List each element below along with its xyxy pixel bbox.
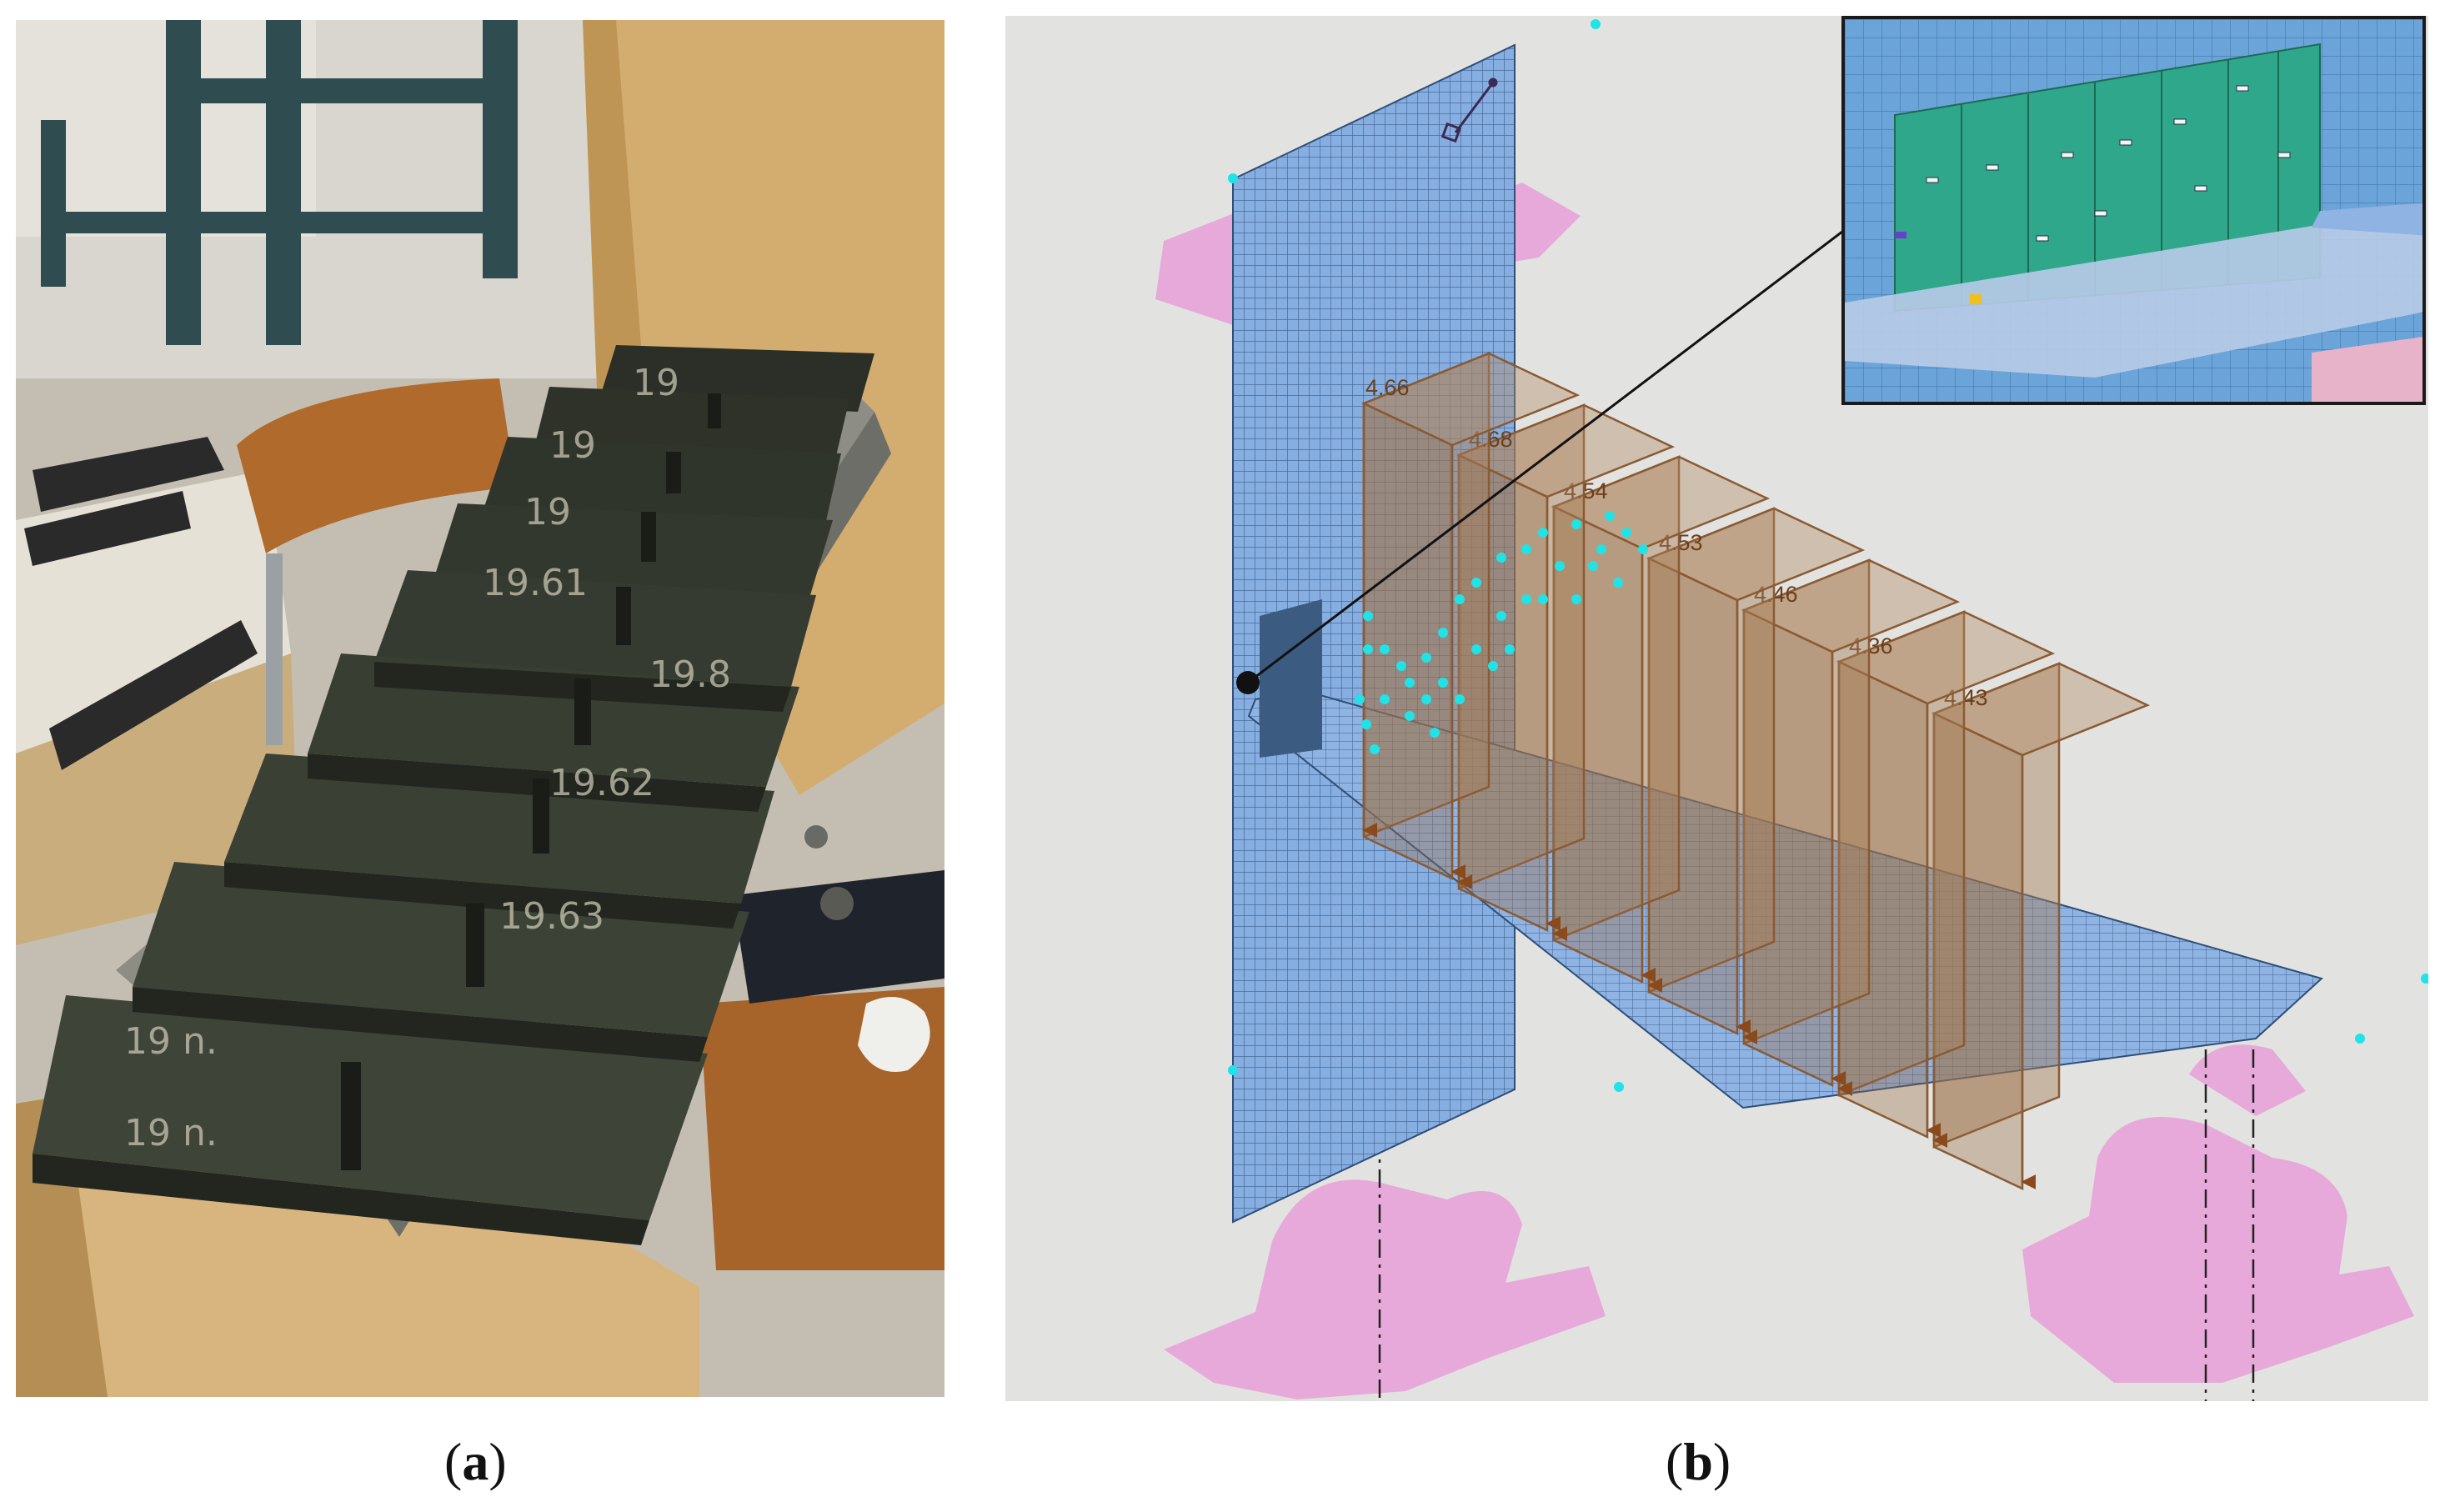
load-box	[1741, 558, 1961, 1087]
mesh-node	[1228, 173, 1238, 183]
load-box	[1551, 455, 1771, 984]
fem-model-panel: 4.43 4.36 4.46 4.53 4.54 4.68 4.66	[1005, 16, 2428, 1401]
mesh-node	[1455, 594, 1465, 604]
load-value-label: 4.53	[1659, 530, 1703, 555]
load-box	[1646, 507, 1866, 1035]
mesh-node	[1538, 594, 1548, 604]
detail-point	[1236, 671, 1260, 694]
axis-symbol	[1440, 78, 1498, 143]
load-value-label: 4.46	[1754, 582, 1798, 607]
mesh-node	[1571, 519, 1581, 529]
detail-inset	[1841, 16, 2426, 405]
mesh-node	[1638, 544, 1648, 554]
mesh-node	[1614, 1082, 1624, 1092]
weight-label: 19.63	[499, 895, 604, 938]
load-box	[1455, 403, 1676, 932]
mesh-node	[1455, 694, 1465, 704]
mesh-node	[1396, 661, 1406, 671]
mesh-node	[1605, 511, 1615, 521]
mesh-node	[1496, 611, 1506, 621]
connection-plate	[1260, 599, 1322, 758]
weight-label: 19.61	[483, 562, 588, 604]
mesh-node	[1591, 19, 1601, 29]
connection-detail-view	[1845, 19, 2422, 402]
mesh-node	[1421, 653, 1431, 663]
mesh-node	[1421, 694, 1431, 704]
fem-model-view: 4.43 4.36 4.46 4.53 4.54 4.68 4.66	[1155, 19, 2428, 1401]
detail-leader-line	[1247, 201, 1881, 684]
load-box	[1360, 352, 1581, 880]
load-box	[1931, 662, 2151, 1190]
weight-label: 19 n.	[124, 1112, 218, 1154]
column-mesh	[1232, 43, 1516, 1224]
mesh-node	[1496, 553, 1506, 563]
caption-paren: )	[1712, 1432, 1731, 1491]
caption-b: (b)	[1666, 1435, 1731, 1489]
mesh-node	[1488, 661, 1498, 671]
weight-label: 19	[633, 362, 679, 404]
test-setup-photo: 19 19 19 19.61 19.8 19.62 19.63 19 n. 19…	[16, 20, 944, 1397]
weight-label: 19.8	[649, 653, 731, 696]
mesh-node	[1471, 578, 1481, 588]
load-value-label: 4.36	[1849, 633, 1893, 658]
mesh-node	[1355, 694, 1365, 704]
mesh-node	[1555, 561, 1565, 571]
mesh-node	[1430, 728, 1440, 738]
load-value-label: 4.66	[1365, 375, 1410, 400]
mesh-node	[1363, 611, 1373, 621]
load-value-label: 4.54	[1564, 478, 1608, 503]
photo-panel: 19 19 19 19.61 19.8 19.62 19.63 19 n. 19…	[16, 20, 944, 1397]
caption-letter: a	[462, 1432, 489, 1491]
mesh-nodes	[1228, 19, 2428, 1092]
mesh-node	[1361, 719, 1371, 729]
mesh-node	[1596, 544, 1606, 554]
surface-loads: 4.43 4.36 4.46 4.53 4.54 4.68 4.66	[1360, 352, 2151, 1190]
load-box	[1836, 610, 2056, 1139]
mesh-node	[1438, 678, 1448, 688]
mesh-node	[1405, 678, 1415, 688]
caption-paren: (	[1666, 1432, 1684, 1491]
weight-label: 19 n.	[124, 1020, 218, 1063]
weight-label: 19	[524, 491, 571, 533]
mesh-node	[1380, 694, 1390, 704]
weight-label: 19.62	[549, 762, 654, 804]
mesh-node	[1521, 544, 1531, 554]
mesh-node	[1538, 528, 1548, 538]
caption-paren: )	[489, 1432, 507, 1491]
mesh-node	[1505, 644, 1515, 654]
mesh-node	[2421, 974, 2428, 984]
caption-a: (a)	[444, 1435, 507, 1489]
mesh-node	[1471, 644, 1481, 654]
mesh-node	[2355, 1034, 2365, 1044]
mesh-node	[1521, 594, 1531, 604]
mesh-node	[1571, 594, 1581, 604]
mesh-node	[1438, 628, 1448, 638]
caption-paren: (	[444, 1432, 463, 1491]
weight-label: 19	[549, 424, 596, 467]
load-value-label: 4.43	[1944, 685, 1988, 710]
mesh-node	[1588, 561, 1598, 571]
mesh-node	[1228, 1065, 1238, 1075]
mesh-node	[1363, 644, 1373, 654]
mesh-node	[1613, 578, 1623, 588]
mesh-node	[1380, 644, 1390, 654]
mesh-node	[1621, 528, 1631, 538]
caption-letter: b	[1683, 1432, 1713, 1491]
mesh-node	[1370, 744, 1380, 754]
mesh-node	[1405, 711, 1415, 721]
load-value-label: 4.68	[1469, 427, 1513, 452]
